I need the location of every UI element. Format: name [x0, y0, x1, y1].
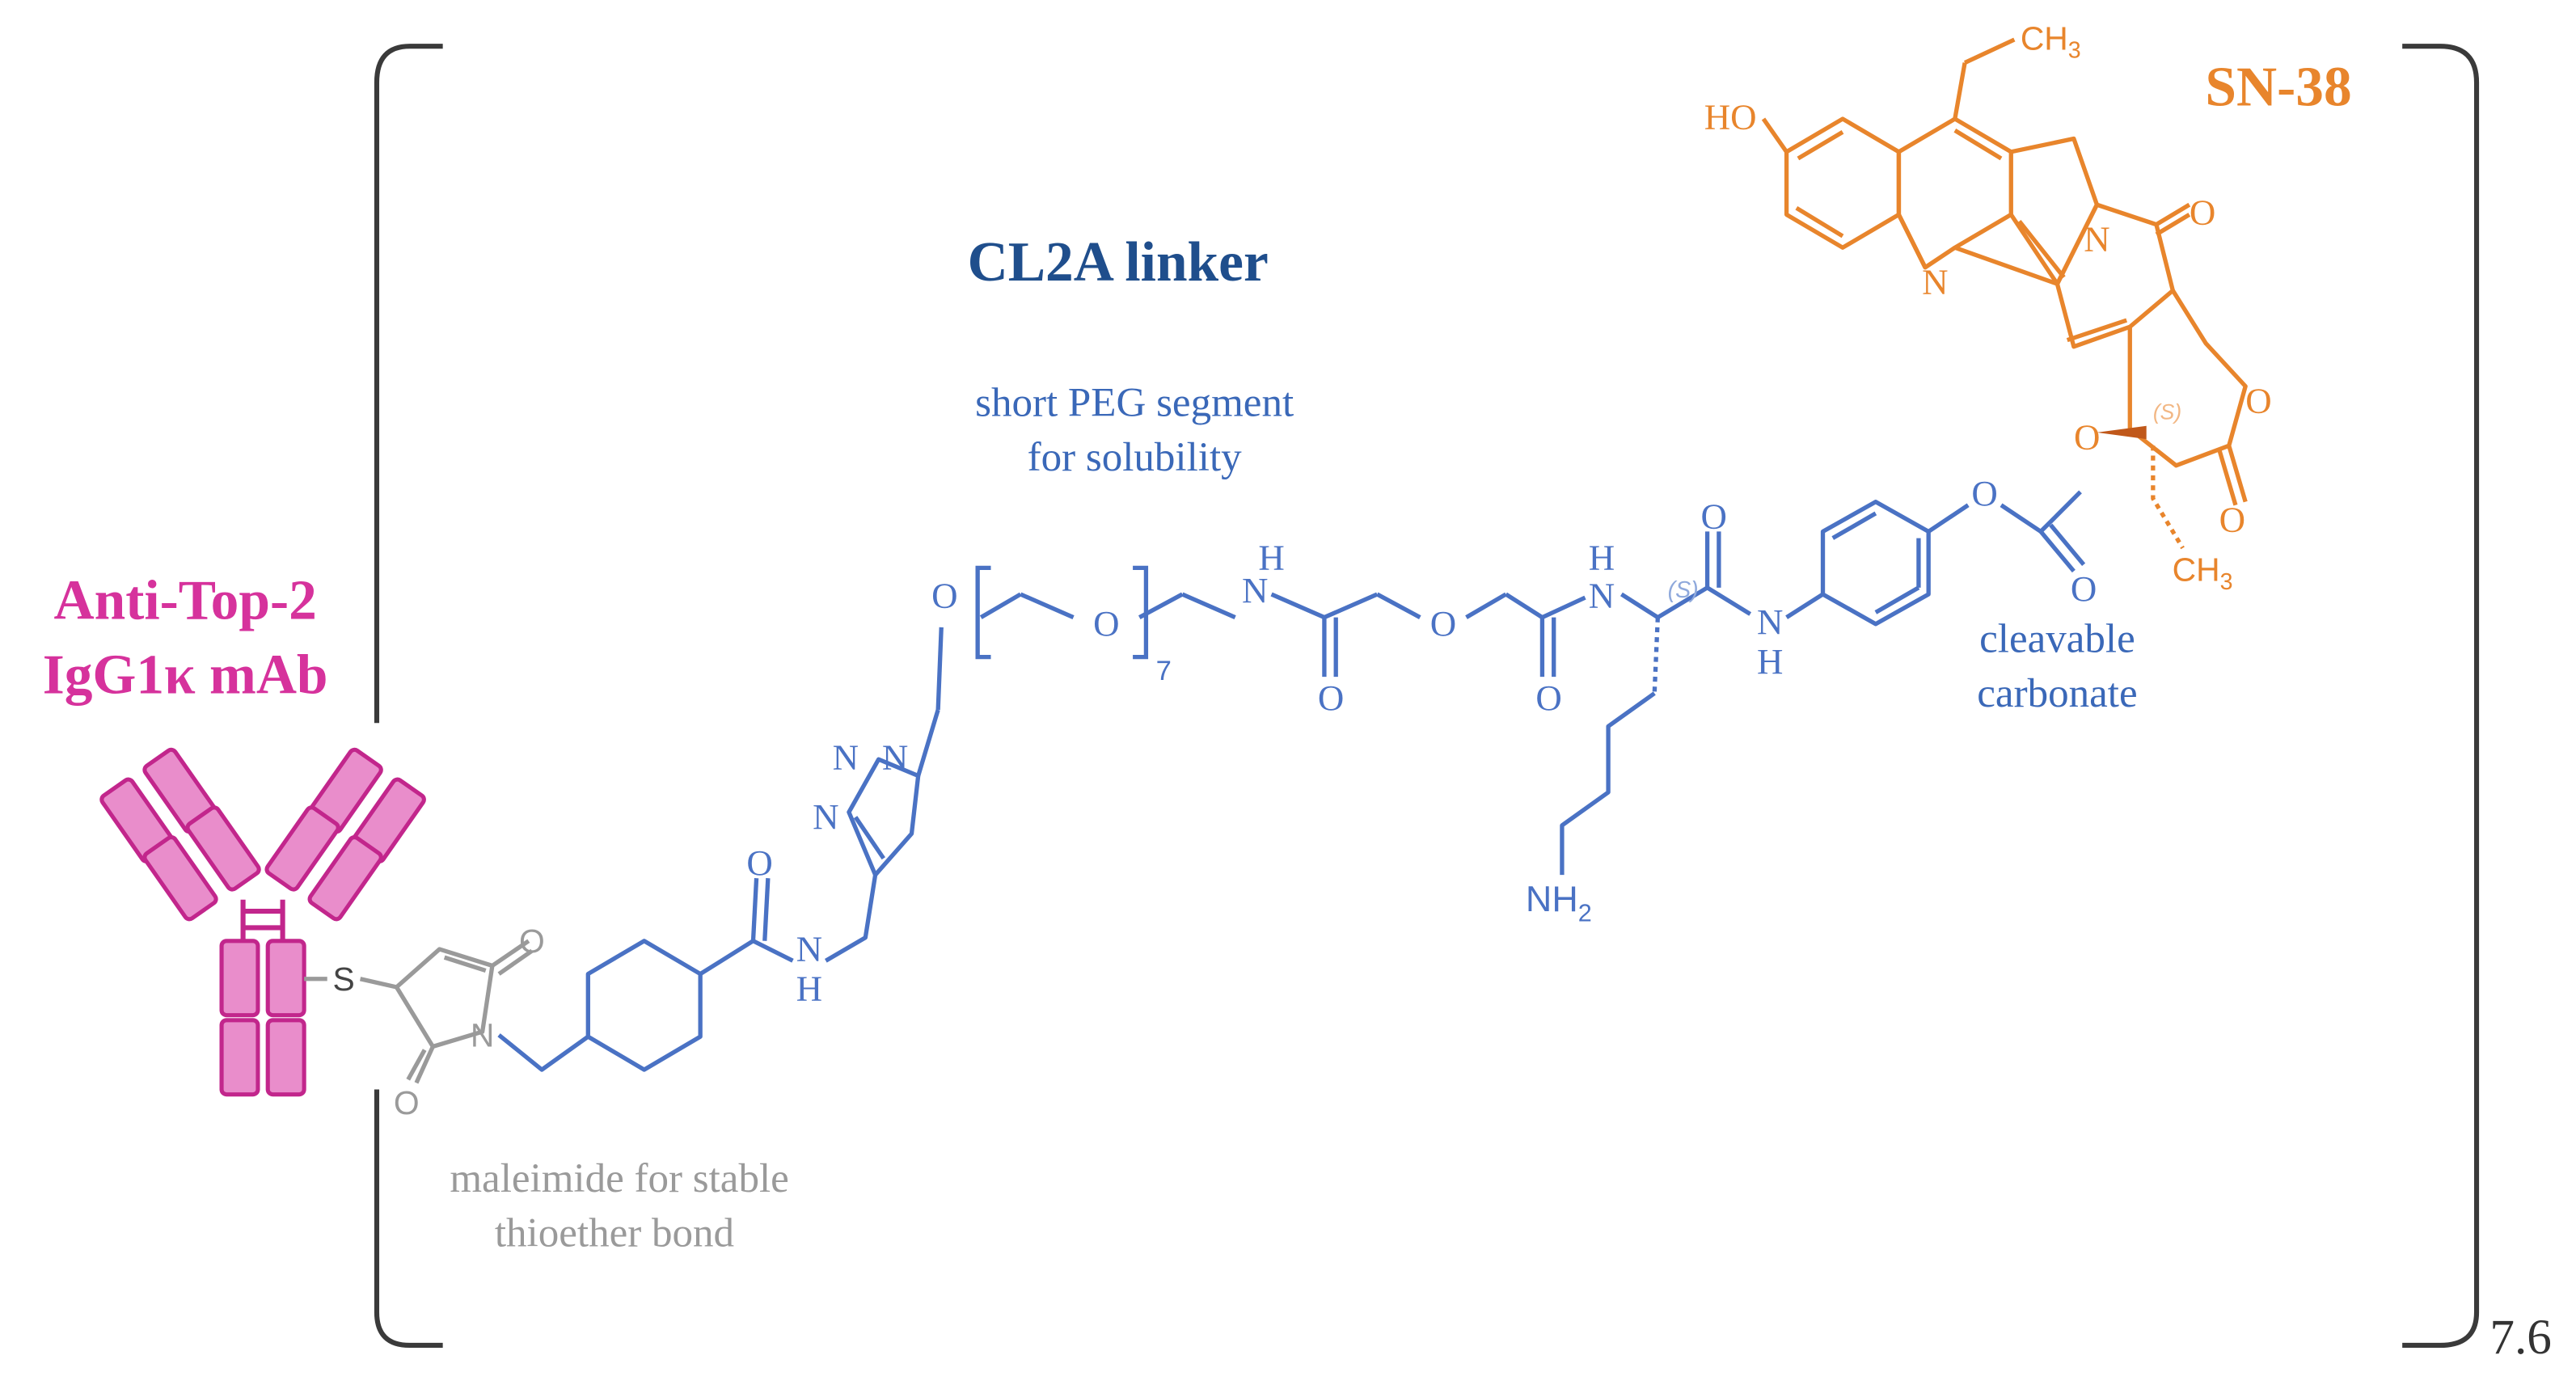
sn38-N-quinoline: N: [1922, 261, 1948, 302]
bracket-group: [374, 44, 2480, 1349]
maleimide-O-bottom: O: [394, 1084, 420, 1121]
amide-NH-2-N: N: [1242, 570, 1268, 610]
sn38-O-lactone-carbonyl: O: [2219, 499, 2245, 539]
amide-O-4: O: [1701, 496, 1727, 536]
amide-O-1: O: [746, 842, 772, 883]
sn38-N-ring: N: [2084, 218, 2109, 259]
amide-NH-1-H: H: [796, 968, 822, 1008]
linker-atoms: N H O N N N O O N H O O O N H O N H O O: [746, 473, 2097, 1009]
sn38-atoms: HO N N O O O O: [1704, 96, 2272, 539]
sn38-O-ketone: O: [2190, 192, 2215, 233]
sn38-HO: HO: [1704, 96, 1757, 137]
right-bracket: [2402, 44, 2480, 1349]
maleimide-group: [304, 939, 534, 1084]
carbonate-note-line2: carbonate: [1977, 671, 2137, 716]
triazole-N1: N: [882, 737, 908, 777]
antibody-title-line1: Anti-Top-2: [53, 570, 316, 632]
sn38-CH3-bottom-sub: 3: [2220, 569, 2233, 595]
sn38-O-ester: O: [2074, 416, 2100, 457]
sn38-CH3-top-sub: 3: [2068, 37, 2081, 63]
sn38-O-lactone-ring: O: [2245, 380, 2271, 420]
antibody-icon: [99, 747, 426, 1097]
antibody-hinge: [240, 899, 285, 941]
sn38-stereo-wedge: [2097, 425, 2147, 440]
amide-NH-3-N: N: [1589, 575, 1615, 615]
antibody-title-line2: IgG1κ mAb: [43, 644, 328, 707]
carbonate-O-double: O: [2071, 568, 2097, 609]
lysine-NH2-sub: 2: [1578, 899, 1592, 927]
payload-title: SN-38: [2205, 57, 2351, 119]
sulfur-atom: S: [333, 960, 355, 998]
maleimide-N: N: [471, 1016, 495, 1053]
sn38-stereo: (S): [2153, 400, 2181, 424]
amide-O-2: O: [1318, 678, 1344, 718]
lysine-stereo: (S): [1668, 577, 1699, 603]
linker-bonds: [497, 490, 2086, 1072]
lysine-NH2-main: NH: [1526, 878, 1578, 919]
maleimide-note-line2: thioether bond: [495, 1210, 734, 1256]
maleimide-O-top: O: [519, 922, 545, 960]
sn38-CH3-bottom-main: CH: [2173, 551, 2220, 589]
linker-title: CL2A linker: [968, 231, 1269, 293]
left-bracket-lower: [374, 1089, 443, 1349]
peg-O-repeat: O: [1093, 603, 1119, 644]
amide-NH-3-H: H: [1589, 537, 1615, 577]
maleimide-note-line1: maleimide for stable: [450, 1156, 788, 1201]
lysine-NH2: NH2: [1526, 878, 1592, 927]
ether-O: O: [1430, 603, 1456, 644]
left-bracket: [374, 44, 443, 724]
sn38-CH3-top: CH3: [2021, 19, 2081, 63]
triazole-N2: N: [833, 737, 859, 777]
sn38-CH3-bottom: CH3: [2173, 551, 2233, 595]
amide-NH-2-H: H: [1258, 537, 1284, 577]
triazole-N3: N: [813, 796, 838, 837]
phenol-O: O: [1971, 473, 1997, 513]
amide-NH-1-N: N: [796, 928, 822, 969]
peg-O-start: O: [931, 575, 957, 615]
amide-NH-4-N: N: [1757, 602, 1783, 642]
amide-NH-4-H: H: [1757, 641, 1783, 682]
peg-note-line1: short PEG segment: [975, 381, 1294, 426]
sn38-bonds: [1761, 37, 2248, 550]
dar-label: 7.6: [2489, 1310, 2552, 1365]
sn38-CH3-top-main: CH: [2021, 19, 2068, 57]
peg-note-line2: for solubility: [1028, 435, 1243, 480]
carbonate-note-line1: cleavable: [1979, 616, 2135, 661]
amide-O-3: O: [1535, 678, 1561, 718]
peg-repeat-count: 7: [1156, 656, 1172, 686]
peg-brackets: [975, 565, 1149, 660]
